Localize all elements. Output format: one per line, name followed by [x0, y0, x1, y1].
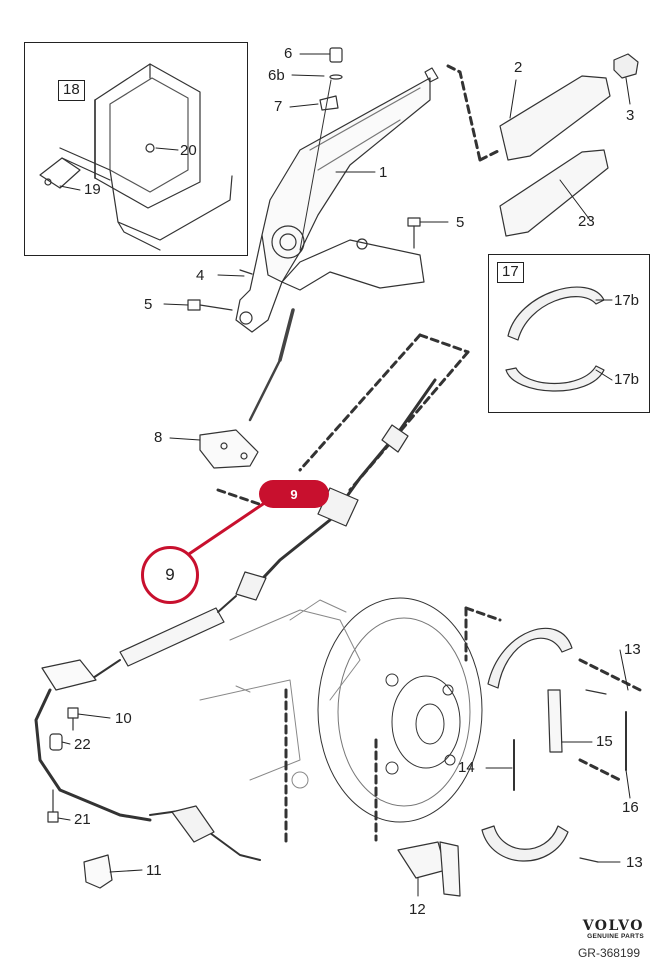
lever-grips-drawing	[499, 53, 639, 237]
callout-17b-bottom[interactable]: 17b	[614, 371, 640, 388]
callout-15[interactable]: 15	[596, 733, 613, 750]
callout-5-left[interactable]: 5	[144, 296, 153, 313]
small-fasteners-drawing	[41, 659, 113, 889]
callout-6[interactable]: 6	[284, 45, 293, 62]
drawing-reference-number: GR-368199	[577, 946, 640, 960]
leader-lines	[57, 53, 631, 897]
callout-5-right[interactable]: 5	[456, 214, 465, 231]
callout-20[interactable]: 20	[180, 142, 197, 159]
callout-12[interactable]: 12	[409, 901, 426, 918]
callout-6b[interactable]: 6b	[268, 67, 285, 84]
callout-13-bottom[interactable]: 13	[626, 854, 643, 871]
callout-4[interactable]: 4	[196, 267, 205, 284]
callout-7[interactable]: 7	[274, 98, 283, 115]
callout-17b-top[interactable]: 17b	[614, 292, 640, 309]
callout-8[interactable]: 8	[154, 429, 163, 446]
callout-13-top[interactable]: 13	[624, 641, 641, 658]
callout-23[interactable]: 23	[578, 213, 595, 230]
callout-16[interactable]: 16	[622, 799, 639, 816]
callout-19[interactable]: 19	[84, 181, 101, 198]
inset-18-label[interactable]: 18	[58, 80, 85, 101]
highlighted-part-pill[interactable]: 9	[259, 480, 329, 508]
bolt-drawings	[187, 217, 421, 311]
inset-17-frame	[488, 254, 650, 413]
callout-2[interactable]: 2	[514, 59, 523, 76]
brake-hardware-outline	[284, 606, 642, 847]
callout-14[interactable]: 14	[458, 759, 475, 776]
inset-17-label[interactable]: 17	[497, 262, 524, 283]
adjuster-drawing	[397, 841, 461, 897]
callout-10[interactable]: 10	[115, 710, 132, 727]
handbrake-lever-drawing	[235, 47, 439, 422]
equalizer-bracket-drawing	[199, 429, 259, 469]
inset-18-bracket-drawing	[39, 63, 233, 251]
cable-group-outline	[216, 333, 470, 507]
highlighted-part-circle[interactable]: 9	[141, 546, 199, 604]
grip-connector-outline	[446, 64, 502, 162]
brake-backplate-drawing	[199, 597, 483, 823]
callout-3[interactable]: 3	[626, 107, 635, 124]
callout-11[interactable]: 11	[146, 862, 162, 879]
volvo-logo: VOLVO GENUINE PARTS	[583, 918, 644, 940]
brake-shoes-drawing	[481, 627, 627, 863]
brand-logo-text: VOLVO	[582, 918, 644, 934]
callout-1[interactable]: 1	[379, 164, 388, 181]
callout-22[interactable]: 22	[74, 736, 91, 753]
brand-tagline: GENUINE PARTS	[587, 933, 644, 940]
highlight-pointer-line	[184, 500, 268, 558]
callout-21[interactable]: 21	[74, 811, 91, 828]
inset-18-frame	[24, 42, 248, 256]
